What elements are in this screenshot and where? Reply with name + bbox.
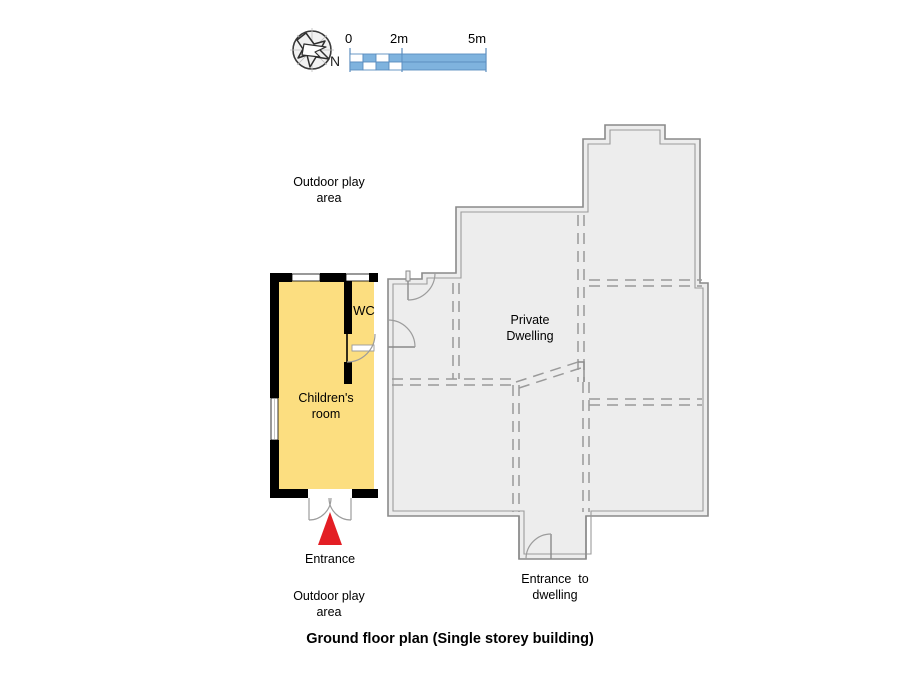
- wall-top-mid: [320, 273, 346, 282]
- wall-bottom-right: [352, 489, 378, 498]
- wall-left-upper: [270, 273, 279, 398]
- scale-bar-row-bottom: [349, 61, 487, 71]
- scale-tick-0: 0: [345, 31, 353, 46]
- scale-tick-2m: 2m: [390, 31, 409, 46]
- wall-top-left: [270, 273, 292, 282]
- wc-doorway-opening: [344, 334, 347, 362]
- window-top-2: [345, 273, 372, 282]
- window-top-1: [291, 273, 321, 282]
- wall-right-cavity: [374, 282, 378, 489]
- compass-north-label: N: [330, 53, 341, 69]
- wall-right-shared: [369, 282, 378, 489]
- wc-floor: [352, 281, 374, 351]
- dwelling-entrance-door-swing: [525, 533, 552, 560]
- figure-caption: Ground floor plan (Single storey buildin…: [306, 631, 594, 647]
- double-door-swing: [308, 490, 352, 521]
- dwelling-wall-nibs: [518, 361, 587, 559]
- private-dwelling-outline: [387, 124, 709, 560]
- connecting-door-swing: [405, 270, 436, 301]
- wall-wc-lower: [344, 362, 352, 384]
- wc-door-swing: [346, 333, 376, 363]
- wall-wc-jamb: [344, 328, 352, 334]
- childrens-wing: [270, 273, 378, 498]
- scale-tick-5m: 5m: [468, 31, 487, 46]
- dwelling-internal-partitions: [392, 215, 702, 512]
- wall-wc-upper: [344, 281, 352, 328]
- entrance-arrow-marker: [318, 512, 342, 545]
- wall-left-lower: [270, 440, 279, 498]
- scale-bar: [349, 48, 487, 72]
- wall-bottom-left: [270, 489, 308, 498]
- compass-rose-icon: [290, 28, 334, 72]
- dwelling-side-door-swing: [387, 319, 416, 348]
- scale-bar-row-top: [349, 53, 487, 63]
